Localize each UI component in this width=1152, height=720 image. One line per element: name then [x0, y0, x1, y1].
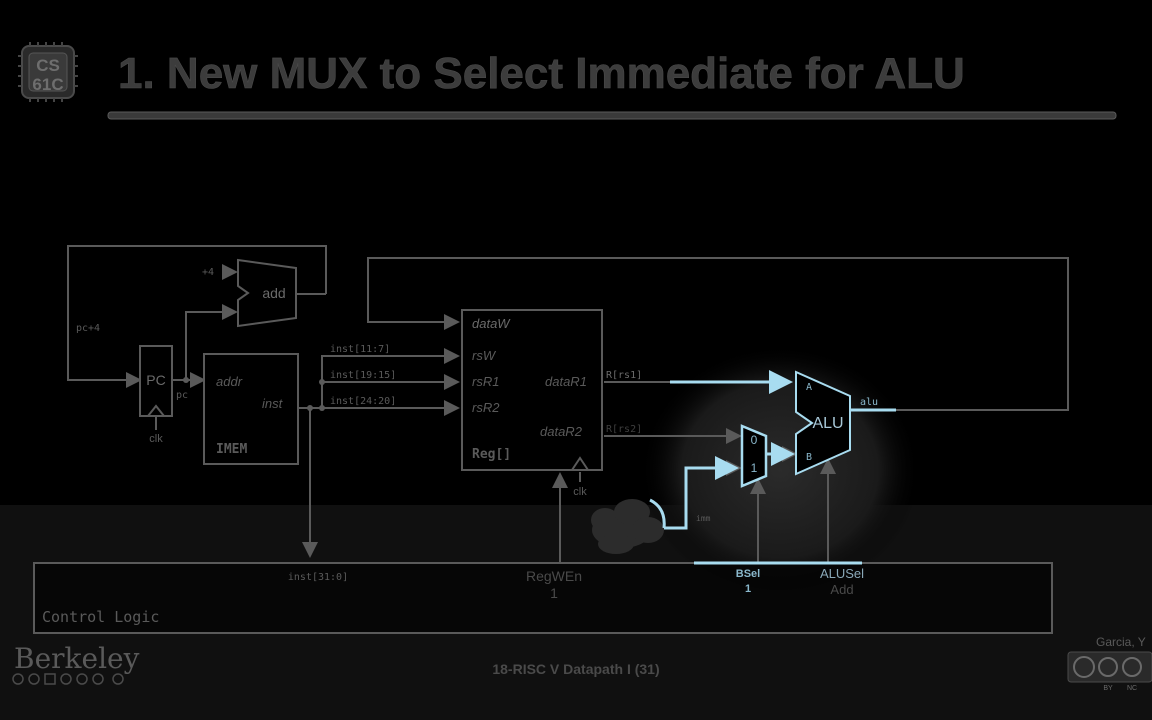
- control-audio-icon: [92, 673, 104, 685]
- imem-addr-label: addr: [216, 374, 243, 389]
- alu-out-label: alu: [860, 397, 878, 408]
- course-logo: CS 61C: [18, 42, 78, 102]
- control-logic-block: Control Logic inst[31:0] RegWEn 1 BSel 1…: [33, 561, 1053, 634]
- imem-block: addr inst IMEM: [203, 353, 299, 465]
- control-next-icon: [112, 673, 124, 685]
- inst-full-label: inst[31:0]: [288, 572, 348, 583]
- pc-label: PC: [146, 372, 165, 388]
- alu-b-label: B: [806, 452, 812, 463]
- license-nc-label: NC: [1127, 685, 1137, 692]
- reg-rsr2-label: rsR2: [472, 400, 500, 415]
- media-controls: [12, 673, 124, 685]
- footer-author: Garcia, Y: [1096, 635, 1146, 649]
- regwen-value: 1: [550, 585, 558, 601]
- clk-reg-label: clk: [573, 486, 587, 498]
- control-zoom-icon: [76, 673, 88, 685]
- control-edit-icon: [28, 673, 40, 685]
- reg-rsw-label: rsW: [472, 348, 497, 363]
- footer-center-text: 18-RISC V Datapath I (31): [492, 661, 659, 677]
- imm-gen-cloud: [591, 498, 666, 554]
- mux-input-1-label: 1: [751, 461, 758, 475]
- pc-out-label: pc: [176, 390, 188, 401]
- alu-a-label: A: [806, 382, 812, 393]
- alusel-label: ALUSel: [820, 566, 864, 581]
- inst-rs2-label: inst[24:20]: [330, 396, 396, 407]
- alu-label: ALU: [812, 415, 843, 432]
- berkeley-logo: Berkeley: [14, 642, 140, 675]
- logo-text-61c: 61C: [32, 75, 63, 94]
- bsel-value: 1: [745, 583, 751, 595]
- control-prev-icon: [12, 673, 24, 685]
- nc-icon: [1122, 657, 1142, 677]
- alu-unit: ALU A B: [795, 370, 851, 476]
- reg-datar2-label: dataR2: [540, 424, 583, 439]
- r-rs1-label: R[rs1]: [606, 370, 642, 381]
- pc-register: PC: [139, 345, 173, 417]
- register-file: dataW rsW rsR1 rsR2 dataR1 dataR2 Reg[]: [461, 309, 603, 471]
- bsel-mux: 0 1: [740, 424, 768, 488]
- inst-rd-label: inst[11:7]: [330, 344, 390, 355]
- pc-plus4-label: pc+4: [76, 323, 100, 334]
- alusel-value: Add: [830, 582, 853, 597]
- control-logic-label: Control Logic: [42, 608, 159, 626]
- highlighted-wires: [664, 370, 896, 530]
- clk-pc-label: clk: [149, 433, 163, 445]
- cc-icon: [1073, 656, 1095, 678]
- add-label: add: [262, 285, 285, 301]
- regwen-label: RegWEn: [526, 568, 582, 584]
- reg-name-label: Reg[]: [472, 447, 511, 462]
- license-by-label: BY: [1103, 685, 1113, 692]
- title-underline: [107, 111, 1117, 120]
- reg-datar1-label: dataR1: [545, 374, 587, 389]
- mux-input-0-label: 0: [751, 433, 758, 447]
- reg-rsr1-label: rsR1: [472, 374, 499, 389]
- slide-title: 1. New MUX to Select Immediate for ALU: [118, 49, 965, 98]
- by-icon: [1098, 657, 1118, 677]
- imm-label: imm: [696, 514, 711, 523]
- bsel-label: BSel: [736, 568, 760, 580]
- wire-junctions: [183, 377, 325, 411]
- imem-name-label: IMEM: [216, 442, 247, 457]
- control-pointer-icon: [60, 673, 72, 685]
- control-menu-icon: [44, 673, 56, 685]
- reg-dataw-label: dataW: [472, 316, 511, 331]
- logo-text-cs: CS: [36, 56, 60, 75]
- plus4-label: +4: [202, 267, 214, 278]
- imem-inst-label: inst: [262, 396, 284, 411]
- inst-rs1-label: inst[19:15]: [330, 370, 396, 381]
- cc-license-badge: BY NC: [1067, 651, 1152, 692]
- r-rs2-label: R[rs2]: [606, 424, 642, 435]
- pc-adder: add: [237, 258, 297, 328]
